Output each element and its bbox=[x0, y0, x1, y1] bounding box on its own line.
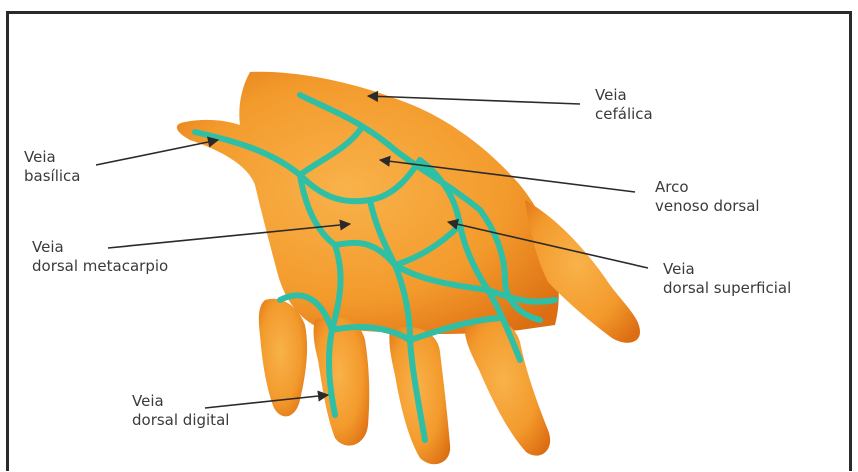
hand-silhouette bbox=[177, 72, 640, 464]
pointer-basilica bbox=[96, 140, 218, 165]
label-arco-line2: venoso dorsal bbox=[655, 197, 760, 216]
label-metacarpio-line2: dorsal metacarpio bbox=[32, 257, 168, 276]
label-metacarpio-line1: Veia bbox=[32, 238, 168, 257]
label-veia-dorsal-digital: Veia dorsal digital bbox=[132, 392, 229, 430]
label-superficial-line2: dorsal superficial bbox=[663, 279, 791, 298]
label-digital-line2: dorsal digital bbox=[132, 411, 229, 430]
label-arco-venoso-dorsal: Arco venoso dorsal bbox=[655, 178, 760, 216]
label-cefalica-line2: cefálica bbox=[595, 105, 653, 124]
label-veia-basilica: Veia basílica bbox=[24, 148, 80, 186]
label-veia-cefalica: Veia cefálica bbox=[595, 86, 653, 124]
label-cefalica-line1: Veia bbox=[595, 86, 653, 105]
finger-ring bbox=[314, 317, 370, 446]
label-veia-dorsal-metacarpio: Veia dorsal metacarpio bbox=[32, 238, 168, 276]
finger-index bbox=[464, 317, 550, 455]
label-veia-dorsal-superficial: Veia dorsal superficial bbox=[663, 260, 791, 298]
label-superficial-line1: Veia bbox=[663, 260, 791, 279]
label-arco-line1: Arco bbox=[655, 178, 760, 197]
label-basilica-line1: Veia bbox=[24, 148, 80, 167]
label-digital-line1: Veia bbox=[132, 392, 229, 411]
label-basilica-line2: basílica bbox=[24, 167, 80, 186]
